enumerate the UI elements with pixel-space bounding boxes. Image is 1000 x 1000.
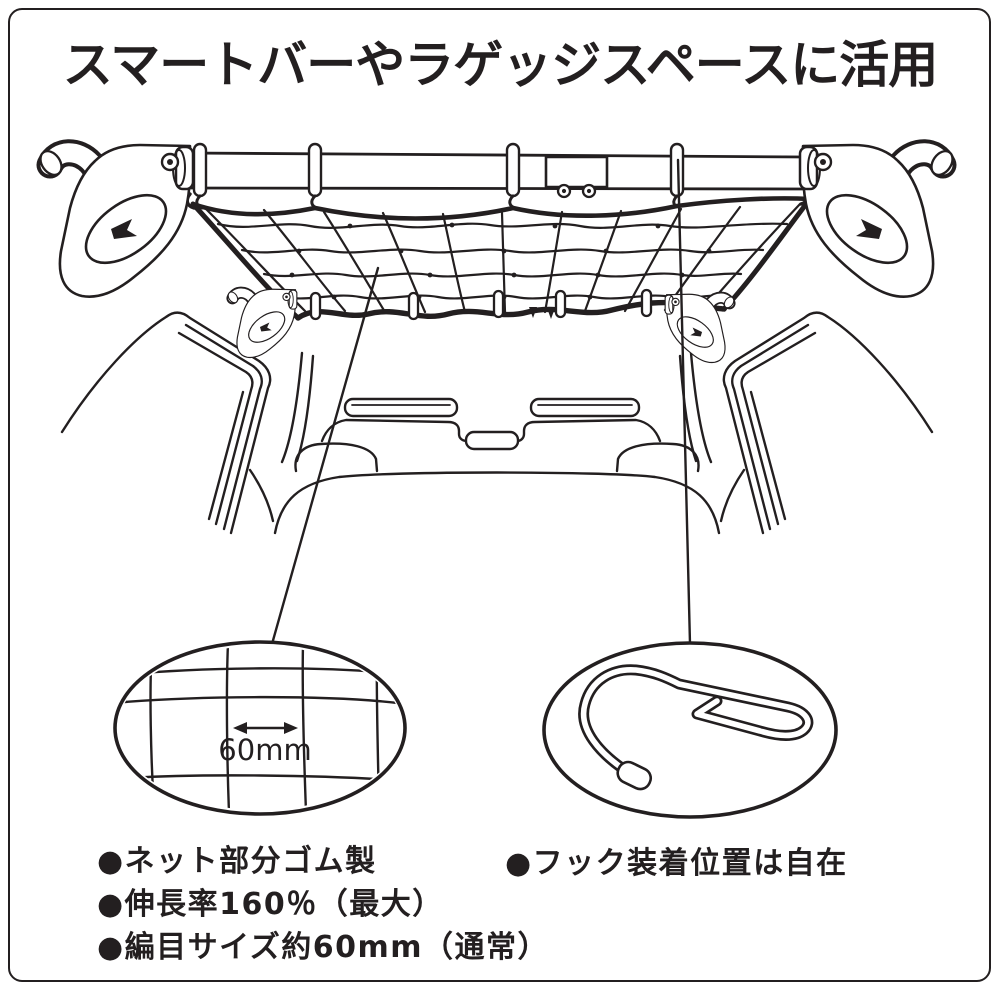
page-title: スマートバーやラゲッジスペースに活用	[62, 36, 939, 94]
spec-list-right: ●フック装着位置は自在	[505, 842, 848, 885]
bar-plate	[544, 155, 609, 189]
headrest-right	[529, 397, 641, 418]
spec-item-hook-position: ●フック装着位置は自在	[505, 846, 848, 881]
hook-end-cap	[616, 760, 653, 791]
cabin-left-frame	[60, 311, 315, 535]
cargo-net	[185, 188, 813, 321]
s-hook-icon	[578, 664, 814, 791]
grab-handle-upper-left	[36, 145, 193, 297]
mesh-size-label: 60mm	[218, 733, 312, 767]
net-bottom-rope	[295, 299, 727, 321]
dimension-arrow	[233, 722, 298, 734]
spec-item-net-material: ●ネット部分ゴム製	[97, 844, 377, 879]
headrest-left	[343, 397, 459, 418]
mesh-detail-callout	[113, 640, 407, 816]
net-right-rope	[721, 196, 813, 312]
cabin-right-frame	[678, 311, 934, 535]
net-knots	[289, 222, 712, 300]
leader-line-hook	[676, 158, 692, 646]
net-top-rope	[190, 196, 813, 221]
spec-item-elongation: ●伸長率160％（最大）	[97, 887, 444, 922]
rear-seat	[248, 397, 746, 535]
grab-handle-lower-left	[226, 289, 297, 357]
grab-handle-upper-right	[800, 145, 957, 297]
smart-bar	[184, 151, 808, 199]
leader-line-mesh	[270, 266, 380, 646]
spec-item-mesh-size: ●編目サイズ約60mm（通常）	[97, 930, 550, 965]
hook-detail-callout	[542, 641, 838, 819]
spec-list-left: ●ネット部分ゴム製 ●伸長率160％（最大） ●編目サイズ約60mm（通常）	[97, 840, 549, 969]
grab-handle-lower-right	[665, 294, 736, 362]
seat-latch	[464, 430, 520, 451]
